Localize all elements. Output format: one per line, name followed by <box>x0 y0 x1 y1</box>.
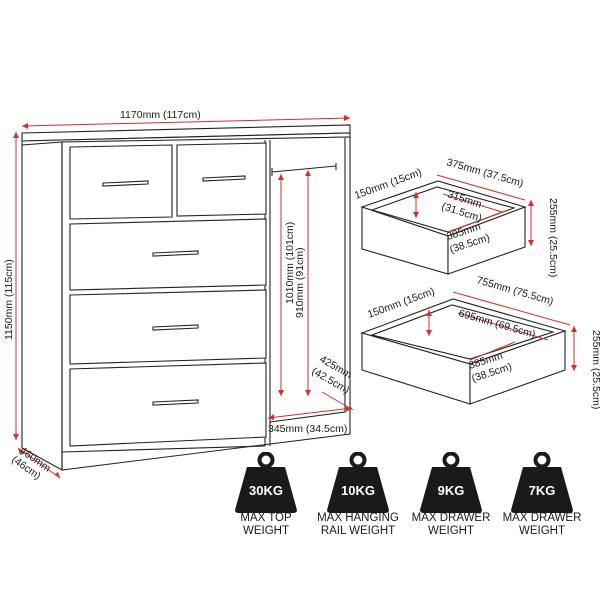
weight-value-4: 7KG <box>529 483 556 498</box>
weight-value-2: 10KG <box>341 483 375 498</box>
weight-label-4: MAX DRAWER WEIGHT <box>487 512 597 538</box>
weight-label-1-line2: WEIGHT <box>243 525 289 537</box>
small-drawer-height: 255mm (25.5cm) <box>547 198 559 277</box>
large-drawer-height: 255mm (25.5cm) <box>590 330 600 409</box>
small-drawer-width: 375mm (37.5cm) <box>445 156 525 189</box>
wardrobe-width-label: 345mm (34.5cm) <box>268 423 347 435</box>
small-drawer-diagram <box>360 174 534 275</box>
weight-value-1: 30KG <box>249 483 283 498</box>
width-label: 1170mm (117cm) <box>120 109 201 121</box>
weight-label-2-line2: RAIL WEIGHT <box>320 525 396 537</box>
weight-label-4-line2: WEIGHT <box>519 525 565 537</box>
weight-label-3-line1: MAX DRAWER <box>411 512 491 524</box>
weight-value-3: 9KG <box>438 483 465 498</box>
weight-label-3: MAX DRAWER WEIGHT <box>396 512 506 538</box>
height-label: 1150mm (115cm) <box>3 259 15 340</box>
weight-label-3-line2: WEIGHT <box>428 525 474 537</box>
dimension-lines <box>13 115 354 479</box>
drawer-3 <box>69 289 267 365</box>
drawer-2 <box>69 218 267 291</box>
weight-label-2: MAX HANGING RAIL WEIGHT <box>303 512 413 538</box>
large-drawer-width: 755mm (75.5cm) <box>475 274 555 307</box>
weight-label-4-line1: MAX DRAWER <box>502 512 582 524</box>
weight-icon-3: 9KG <box>418 451 484 514</box>
large-drawer-diagram <box>360 291 577 405</box>
drawer-top-right <box>176 142 267 217</box>
weight-icon-1: 30KG <box>233 451 299 514</box>
weight-label-1-line1: MAX TOP <box>240 512 292 524</box>
weight-label-1: MAX TOP WEIGHT <box>211 512 321 538</box>
weight-icon-4: 7KG <box>509 451 575 514</box>
rail-height-label: 1010mm (101cm) <box>284 222 296 304</box>
weight-label-2-line1: MAX HANGING <box>317 512 399 524</box>
weight-icon-2: 10KG <box>325 451 391 514</box>
inner-height-label: 910mm (91cm) <box>294 247 306 318</box>
hanging-rail <box>271 163 337 176</box>
chest-of-drawers <box>21 124 351 471</box>
